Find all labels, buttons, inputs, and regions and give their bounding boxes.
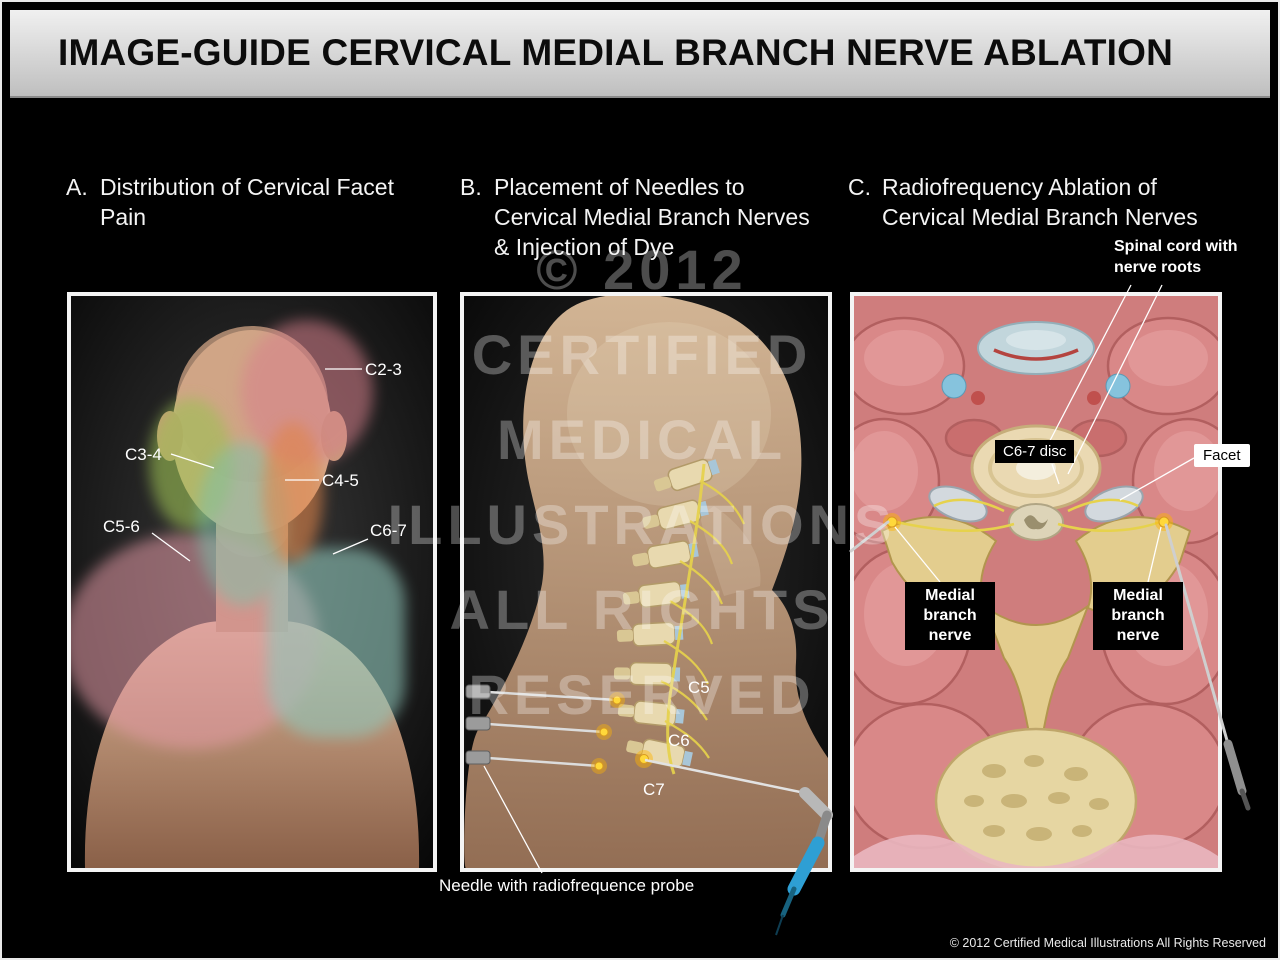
dye-dot-c6 xyxy=(599,727,609,737)
pain-region-c6-7 xyxy=(267,548,405,738)
label-c6-7: C6-7 xyxy=(370,521,407,540)
section-b-heading: B. Placement of Needles to Cervical Medi… xyxy=(460,172,820,262)
pain-region-c4-5 xyxy=(263,422,323,562)
label-spinal-cord: Spinal cord with nerve roots xyxy=(1114,238,1238,276)
needle-c6-hub xyxy=(465,716,491,731)
label-medial-branch-nerve-left: Medial branch nerve xyxy=(905,582,995,650)
panel-a-pain-distribution xyxy=(67,292,437,872)
section-b-title: Placement of Needles to Cervical Medial … xyxy=(494,174,810,260)
label-facet: Facet xyxy=(1194,444,1250,467)
needle-c5-hub xyxy=(465,684,491,699)
jaw-hint xyxy=(700,506,761,596)
section-a-heading: A. Distribution of Cervical Facet Pain xyxy=(66,172,411,232)
target-dot-right xyxy=(1158,516,1170,528)
section-c-title: Radiofrequency Ablation of Cervical Medi… xyxy=(882,174,1198,230)
trachea-esophagus xyxy=(977,321,1095,375)
section-a-prefix: A. xyxy=(66,174,88,200)
skull-hint xyxy=(567,322,771,506)
facet-joint-left xyxy=(928,485,988,523)
footer-copyright: © 2012 Certified Medical Illustrations A… xyxy=(949,936,1266,950)
section-c-heading: C. Radiofrequency Ablation of Cervical M… xyxy=(848,172,1208,232)
label-c2-3: C2-3 xyxy=(365,360,402,379)
posterior-soft-tissue xyxy=(854,834,1218,868)
target-dot-left xyxy=(886,516,898,528)
panel-b-needle-placement xyxy=(460,292,832,872)
title-bar: IMAGE-GUIDE CERVICAL MEDIAL BRANCH NERVE… xyxy=(10,10,1270,98)
label-needle-probe: Needle with radiofrequence probe xyxy=(439,876,695,895)
label-c5: C5 xyxy=(688,678,710,697)
label-c3-4: C3-4 xyxy=(125,445,162,464)
panel-a-artwork xyxy=(71,296,433,868)
profile-figure xyxy=(464,296,828,868)
section-c-prefix: C. xyxy=(848,174,871,200)
dye-dot-c5 xyxy=(612,695,622,705)
label-c5-6: C5-6 xyxy=(103,517,140,536)
needle-c6 xyxy=(487,722,605,734)
cervical-spine xyxy=(613,458,720,769)
nerve-branches xyxy=(660,463,746,775)
section-a-title: Distribution of Cervical Facet Pain xyxy=(100,174,394,230)
medial-branch-nerves xyxy=(895,498,1161,533)
needle-c5 xyxy=(487,690,618,702)
pain-region-c2-3 xyxy=(241,320,373,464)
vertebral-body-spongy-bone xyxy=(934,727,1138,868)
needle-c7-hub xyxy=(465,750,491,765)
label-c6-7-disc: C6-7 disc xyxy=(995,440,1075,463)
label-c4-5: C4-5 xyxy=(322,471,359,490)
label-c7: C7 xyxy=(643,780,665,799)
label-c6: C6 xyxy=(668,731,690,750)
panel-b-artwork xyxy=(464,296,828,868)
pain-regions xyxy=(71,320,405,749)
label-medial-branch-nerve-right: Medial branch nerve xyxy=(1093,582,1183,650)
section-b-prefix: B. xyxy=(460,174,482,200)
page-title: IMAGE-GUIDE CERVICAL MEDIAL BRANCH NERVE… xyxy=(58,32,1174,73)
needle-c7 xyxy=(487,756,600,768)
dye-needles xyxy=(465,684,625,774)
dye-dot-c7 xyxy=(594,761,604,771)
